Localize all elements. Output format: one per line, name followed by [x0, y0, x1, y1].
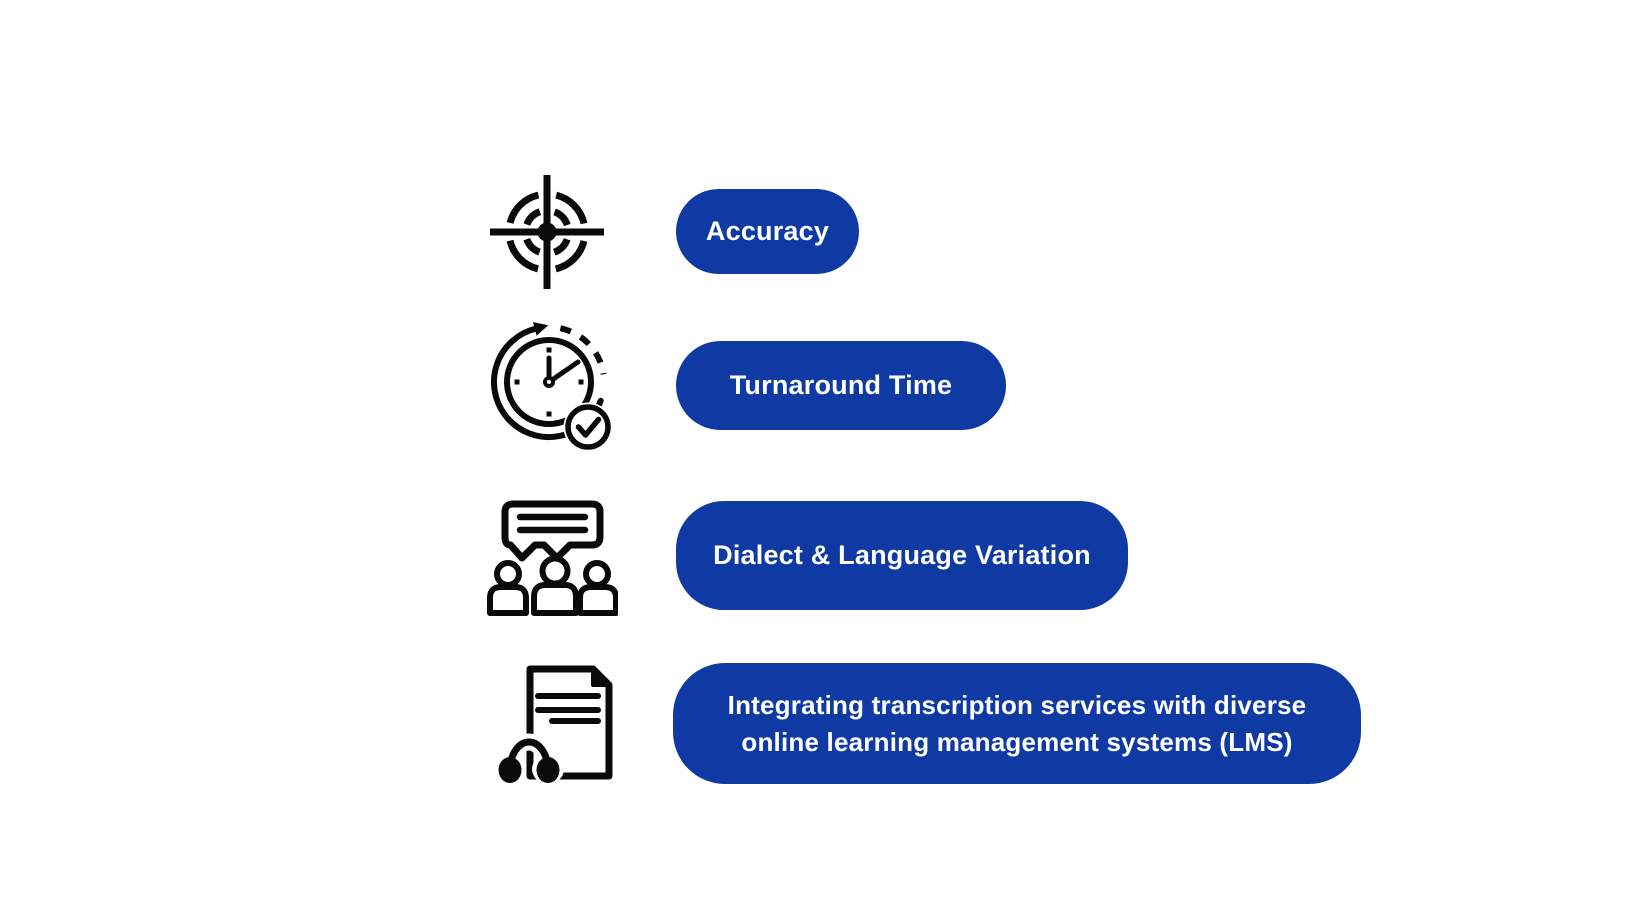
pill-accuracy: Accuracy: [676, 189, 859, 274]
pill-label-line-2: online learning management systems (LMS): [741, 726, 1293, 757]
pill-label: Dialect & Language Variation: [713, 540, 1091, 570]
pill-turnaround-time: Turnaround Time: [676, 341, 1006, 430]
target-icon: [487, 172, 607, 292]
pill-label: Accuracy: [705, 216, 830, 246]
transcript-audio-document-icon: [490, 658, 618, 784]
pill-label: Integrating transcription services with …: [728, 687, 1307, 761]
pill-label: Turnaround Time: [729, 370, 953, 400]
clock-turnaround-icon: [490, 316, 618, 450]
pill-lms-integration: Integrating transcription services with …: [673, 663, 1361, 784]
pill-dialect-language-variation: Dialect & Language Variation: [676, 501, 1128, 610]
pill-label-line-1: Integrating transcription services with …: [727, 689, 1307, 720]
audience-speech-icon: [486, 500, 618, 618]
